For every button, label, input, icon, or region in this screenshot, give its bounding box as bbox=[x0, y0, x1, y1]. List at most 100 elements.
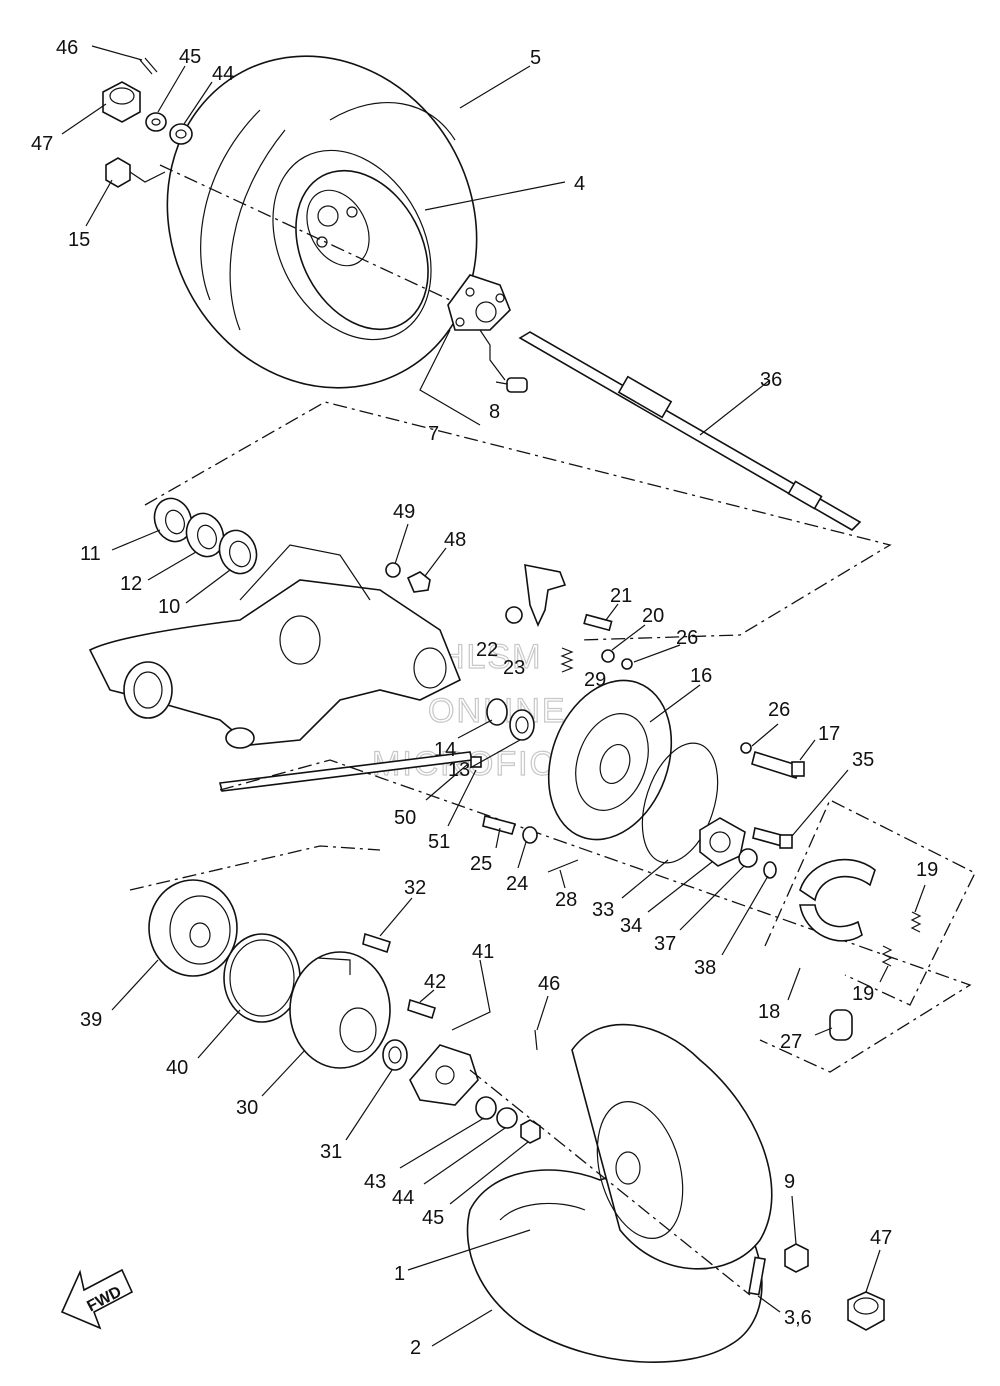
stud-bolt-8[interactable] bbox=[495, 377, 528, 393]
callout-1: 1 bbox=[394, 1263, 405, 1285]
collar-43[interactable] bbox=[475, 1096, 497, 1120]
callout-21: 21 bbox=[610, 585, 632, 607]
seal-ring-40[interactable] bbox=[223, 933, 301, 1023]
valve-3-6[interactable] bbox=[748, 1256, 766, 1296]
bolt-21[interactable] bbox=[583, 613, 613, 632]
nut-9[interactable] bbox=[784, 1243, 809, 1273]
washer-20[interactable] bbox=[601, 649, 615, 663]
callout-42: 42 bbox=[424, 971, 446, 993]
callout-41: 41 bbox=[472, 941, 494, 963]
leader-lines bbox=[61, 45, 926, 1347]
bearing-10[interactable] bbox=[214, 525, 263, 579]
callout-19-upper: 19 bbox=[916, 859, 938, 881]
axle-centerline-lower bbox=[469, 1069, 751, 1296]
callout-13: 13 bbox=[448, 759, 470, 781]
callout-36: 36 bbox=[760, 369, 782, 391]
o-ring-26-lower[interactable] bbox=[740, 742, 752, 754]
callout-33: 33 bbox=[592, 899, 614, 921]
spring-23[interactable] bbox=[560, 647, 574, 673]
callout-3-6: 3,6 bbox=[784, 1307, 812, 1329]
callout-49: 49 bbox=[393, 501, 415, 523]
callout-12: 12 bbox=[120, 573, 142, 595]
callout-24: 24 bbox=[506, 873, 528, 895]
callout-22: 22 bbox=[476, 639, 498, 661]
cotter-pin-46-upper[interactable] bbox=[139, 57, 158, 75]
callout-2: 2 bbox=[410, 1337, 421, 1359]
callout-28: 28 bbox=[555, 889, 577, 911]
oil-seal-12[interactable] bbox=[181, 508, 230, 562]
bolt-32[interactable] bbox=[362, 932, 391, 954]
o-ring-38[interactable] bbox=[763, 861, 777, 879]
callout-38: 38 bbox=[694, 957, 716, 979]
bearing-13[interactable] bbox=[509, 709, 535, 741]
callout-10: 10 bbox=[158, 596, 180, 618]
washer-37[interactable] bbox=[738, 848, 758, 868]
callout-43: 43 bbox=[364, 1171, 386, 1193]
washer-45-upper[interactable] bbox=[145, 112, 167, 132]
nut-15[interactable] bbox=[105, 157, 131, 188]
callout-35: 35 bbox=[852, 749, 874, 771]
callout-18: 18 bbox=[758, 1001, 780, 1023]
brake-cam-lever-29[interactable] bbox=[524, 563, 567, 628]
callout-4: 4 bbox=[574, 173, 585, 195]
callout-29: 29 bbox=[584, 669, 606, 691]
brake-shoe-group-outline bbox=[764, 799, 976, 1006]
washer-44-upper[interactable] bbox=[169, 123, 193, 145]
hub-41[interactable] bbox=[409, 1044, 479, 1106]
callout-8: 8 bbox=[489, 401, 500, 423]
callout-16: 16 bbox=[690, 665, 712, 687]
brake-drum-39[interactable] bbox=[148, 879, 238, 977]
callout-5: 5 bbox=[530, 47, 541, 69]
callout-51: 51 bbox=[428, 831, 450, 853]
o-ring-26-upper[interactable] bbox=[621, 658, 633, 670]
callout-23: 23 bbox=[503, 657, 525, 679]
axle-nut-47-lower[interactable] bbox=[847, 1291, 885, 1331]
washer-44-lower[interactable] bbox=[496, 1107, 518, 1129]
oil-seal-31[interactable] bbox=[382, 1039, 408, 1071]
callout-45-upper: 45 bbox=[179, 46, 201, 68]
callout-19-lower: 19 bbox=[852, 983, 874, 1005]
spring-19-upper[interactable] bbox=[910, 911, 922, 933]
brake-drum-cover-30[interactable] bbox=[289, 951, 391, 1069]
callout-44-upper: 44 bbox=[212, 63, 234, 85]
callout-47-upper: 47 bbox=[31, 133, 53, 155]
washer-49[interactable] bbox=[385, 562, 401, 578]
brake-panel-16[interactable] bbox=[527, 663, 692, 857]
axle-nut-47-upper[interactable] bbox=[102, 81, 141, 123]
bolt-48[interactable] bbox=[406, 571, 431, 593]
callout-45-lower: 45 bbox=[422, 1207, 444, 1229]
nut-22[interactable] bbox=[505, 606, 523, 624]
brake-shoe-18[interactable] bbox=[799, 858, 876, 942]
lower-rim-1[interactable] bbox=[571, 1023, 773, 1270]
hub-7[interactable] bbox=[447, 274, 511, 331]
cotter-pin-46-lower[interactable] bbox=[534, 1029, 538, 1051]
callout-34: 34 bbox=[620, 915, 642, 937]
callout-20: 20 bbox=[642, 605, 664, 627]
nut-45-lower[interactable] bbox=[520, 1119, 541, 1144]
bolt-25[interactable] bbox=[482, 815, 517, 835]
bolt-35[interactable] bbox=[752, 827, 793, 849]
callout-7: 7 bbox=[428, 423, 439, 445]
oil-seal-11[interactable] bbox=[149, 493, 198, 547]
fwd-arrow-icon: FWD bbox=[60, 1268, 134, 1330]
oil-seal-14[interactable] bbox=[486, 698, 508, 726]
callout-26-upper: 26 bbox=[676, 627, 698, 649]
o-ring-33[interactable] bbox=[629, 734, 732, 873]
callout-37: 37 bbox=[654, 933, 676, 955]
callout-31: 31 bbox=[320, 1141, 342, 1163]
spring-19-lower[interactable] bbox=[881, 945, 893, 967]
callout-15: 15 bbox=[68, 229, 90, 251]
rear-axle-36[interactable] bbox=[518, 331, 862, 532]
swingarm[interactable] bbox=[88, 544, 462, 749]
plate-27[interactable] bbox=[829, 1009, 853, 1041]
callout-14: 14 bbox=[434, 739, 456, 761]
callout-44-lower: 44 bbox=[392, 1187, 414, 1209]
bolt-42[interactable] bbox=[407, 998, 436, 1020]
bolt-17[interactable] bbox=[751, 750, 805, 780]
assembly-outline-drum bbox=[129, 845, 381, 891]
upper-rim-4[interactable] bbox=[270, 148, 455, 353]
pin-28[interactable] bbox=[547, 859, 579, 873]
washer-24[interactable] bbox=[522, 826, 538, 844]
callout-25: 25 bbox=[470, 853, 492, 875]
